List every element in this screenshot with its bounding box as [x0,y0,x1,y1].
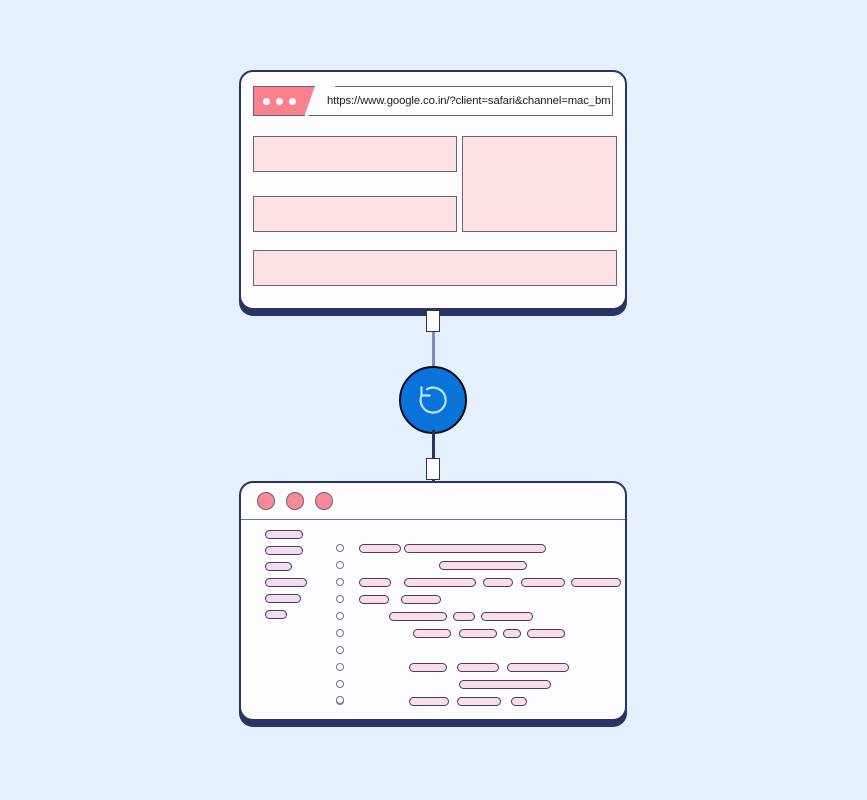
code-token-l2-1 [439,561,527,570]
code-token-l1-1 [359,544,401,553]
refresh-icon [419,386,447,414]
code-token-l6-4 [527,629,565,638]
code-token-l4-2 [401,595,441,604]
code-token-l6-2 [459,629,497,638]
address-bar[interactable]: https://www.google.co.in/?client=safari&… [308,86,613,116]
tab-dot-1-icon [263,97,270,105]
connector-node-bottom [426,458,440,480]
sidebar-pill-5 [265,594,301,603]
code-token-l1-2 [404,544,546,553]
code-token-l6-3 [503,629,521,638]
connector-node-top [426,310,440,332]
tab-dot-3-icon [289,97,296,105]
gutter-bullet-3 [336,578,344,586]
code-token-l3-2 [404,578,476,587]
code-token-l9-1 [459,680,551,689]
browser-tab[interactable] [253,86,315,116]
code-token-l6-1 [413,629,451,638]
content-placeholder-bottom [253,250,617,286]
browser-window: https://www.google.co.in/?client=safari&… [239,70,627,310]
traffic-light-minimize-icon[interactable] [286,492,304,510]
sidebar-pill-3 [265,562,292,571]
code-window [239,481,627,721]
address-bar-value: https://www.google.co.in/?client=safari&… [327,95,611,107]
code-token-l3-4 [521,578,565,587]
gutter-bullet-2 [336,561,344,569]
code-token-l4-1 [359,595,389,604]
refresh-badge[interactable] [399,366,467,434]
traffic-light-maximize-icon[interactable] [315,492,333,510]
sidebar-pill-6 [265,610,287,619]
code-token-l5-2 [453,612,475,621]
gutter-bullet-4 [336,595,344,603]
gutter-bullet-7 [336,646,344,654]
gutter-bullet-5 [336,612,344,620]
code-token-l10-3 [511,697,527,706]
content-placeholder-left-middle [253,196,457,232]
code-token-l8-3 [507,663,569,672]
code-token-l8-1 [409,663,447,672]
code-editor-body [241,520,625,719]
content-placeholder-right [462,136,617,232]
connector-line-top [432,310,435,370]
gutter-bullet-1 [336,544,344,552]
code-token-l10-1 [409,697,449,706]
sidebar-pill-2 [265,546,303,555]
code-token-l10-2 [457,697,501,706]
gutter-bullet-6 [336,629,344,637]
browser-toolbar: https://www.google.co.in/?client=safari&… [253,86,613,116]
gutter-bullet-11 [336,696,344,704]
content-placeholder-left-top [253,136,457,172]
sidebar-pill-4 [265,578,307,587]
code-token-l3-1 [359,578,391,587]
traffic-light-close-icon[interactable] [257,492,275,510]
sidebar-pill-1 [265,530,303,539]
code-token-l5-1 [389,612,447,621]
code-window-titlebar [241,483,625,520]
tab-dot-2-icon [276,97,283,105]
code-token-l3-3 [483,578,513,587]
code-token-l8-2 [457,663,499,672]
gutter-bullet-8 [336,663,344,671]
gutter-bullet-9 [336,680,344,688]
code-token-l3-5 [571,578,621,587]
code-token-l5-3 [481,612,533,621]
